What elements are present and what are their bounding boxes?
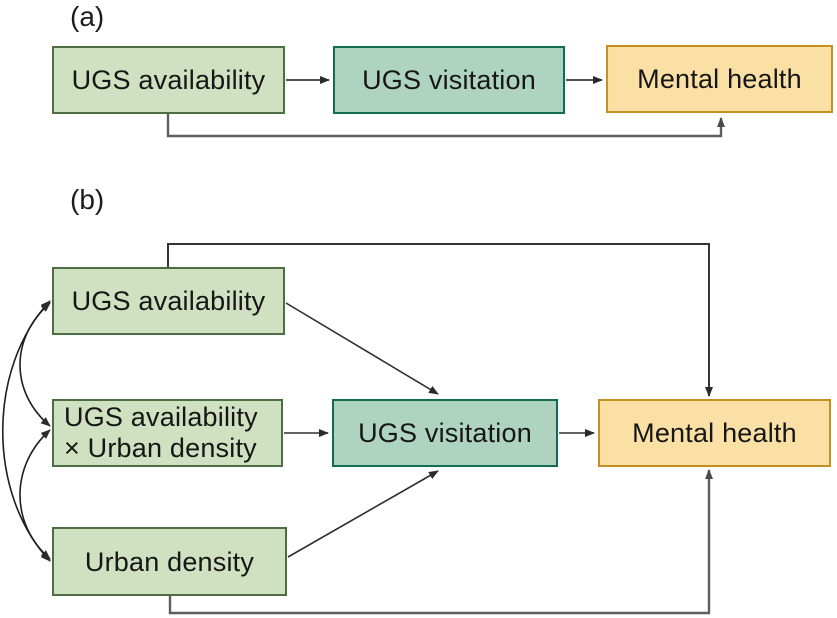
- edge-b-covariance-interaction-density: [19, 429, 51, 560]
- node-b-ugs-availability-x-urban-density: UGS availability × Urban density: [52, 399, 283, 467]
- node-label-line1: UGS availability: [64, 402, 258, 432]
- node-b-ugs-visitation: UGS visitation: [332, 399, 558, 467]
- node-label: UGS availability: [71, 65, 266, 95]
- edge-b-density-to-visitation: [287, 470, 439, 558]
- node-label: UGS visitation: [362, 65, 536, 95]
- edge-b-availability-to-visitation: [285, 302, 439, 395]
- node-a-mental-health: Mental health: [606, 45, 833, 113]
- node-label: Mental health: [632, 418, 797, 448]
- node-label: UGS visitation: [358, 418, 532, 448]
- node-b-urban-density: Urban density: [52, 527, 287, 596]
- edge-b-covariance-availability-interaction: [19, 302, 51, 427]
- node-label: UGS availability: [71, 286, 266, 316]
- panel-a-label: (a): [70, 1, 105, 32]
- edge-b-density-to-mental-health-bottom: [168, 469, 713, 615]
- edge-b-availability-to-mental-health-top: [167, 243, 713, 397]
- edge-b-covariance-availability-density: [1, 300, 51, 562]
- node-label: Urban density: [84, 546, 255, 577]
- node-label-line2: × Urban density: [64, 433, 257, 463]
- node-b-mental-health: Mental health: [598, 399, 831, 467]
- node-a-ugs-availability: UGS availability: [52, 46, 285, 114]
- node-label: Mental health: [637, 64, 802, 94]
- node-a-ugs-visitation: UGS visitation: [333, 46, 565, 114]
- panel-b-label: (b): [70, 184, 105, 215]
- node-b-ugs-availability: UGS availability: [52, 267, 285, 335]
- edge-a-availability-to-mental-health-indirect: [166, 114, 725, 138]
